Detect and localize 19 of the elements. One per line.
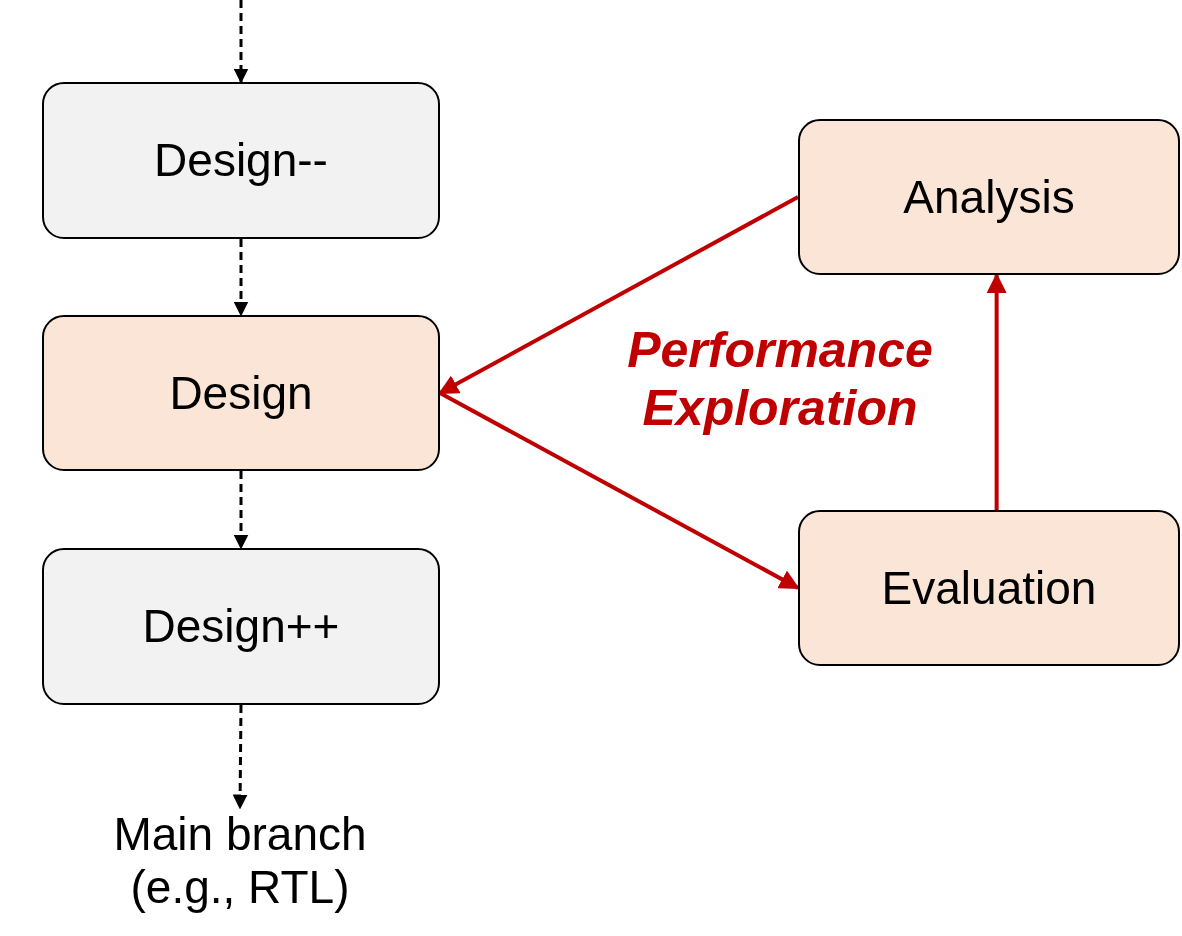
loop-label: Performance Exploration — [626, 322, 934, 437]
arrow — [232, 705, 248, 810]
process-box — [798, 119, 1180, 275]
arrow — [986, 273, 1007, 510]
box-label: Design — [169, 366, 313, 420]
arrow — [438, 195, 799, 395]
branch-label: Main branch (e.g., RTL) — [112, 808, 368, 914]
process-box — [42, 548, 440, 705]
process-box — [42, 82, 440, 239]
box-label: Evaluation — [881, 561, 1097, 615]
box-label: Analysis — [903, 170, 1075, 224]
arrow — [233, 471, 249, 550]
process-box — [42, 315, 440, 471]
process-box — [798, 510, 1180, 666]
arrow — [233, 0, 249, 84]
box-label: Design++ — [142, 600, 340, 653]
box-label: Design-- — [154, 134, 328, 187]
arrow — [439, 391, 800, 590]
arrow — [233, 239, 249, 317]
